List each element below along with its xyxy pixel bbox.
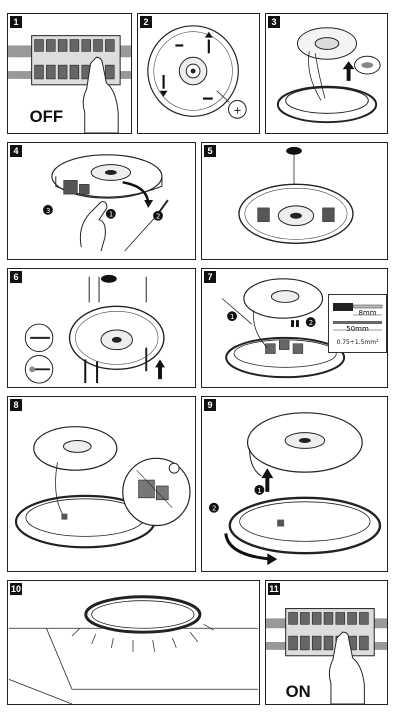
wiring-disconnect-illustration: 1 2 3: [43, 154, 169, 252]
step-9-panel: 9 1 2: [201, 396, 388, 572]
step-5-panel: 5: [201, 142, 388, 260]
step-2-panel: 2 +: [137, 13, 260, 134]
step-number-badge: 9: [204, 399, 216, 411]
step-8-panel: 8: [7, 396, 196, 572]
step-7-panel: 7 1 2 8mm 50mm 0.75÷1.5mm²: [201, 268, 388, 388]
step-number-badge: 2: [140, 16, 152, 28]
step-number-badge: 1: [10, 16, 22, 28]
marker-2: 2: [212, 505, 216, 513]
marker-3: 3: [46, 207, 50, 215]
marker-2: 2: [309, 319, 313, 327]
step-11-panel: 11 ON: [265, 580, 388, 705]
step-number-badge: 10: [10, 583, 22, 595]
marker-2: 2: [156, 213, 160, 221]
installed-lamp-illustration: [8, 595, 258, 704]
on-label: ON: [286, 682, 311, 701]
strip-length-label: 8mm: [358, 309, 377, 317]
cover-attach-illustration: 1 2: [208, 412, 382, 566]
step-number-badge: 6: [10, 271, 22, 283]
svg-text:+: +: [233, 105, 241, 116]
sheath-length-label: 50mm: [346, 325, 369, 333]
step-number-badge: 3: [268, 16, 280, 28]
step-1-panel: 1 OFF: [7, 13, 132, 134]
screw-fixing-illustration: [24, 274, 165, 384]
step-6-panel: 6: [7, 268, 196, 388]
wire-spec-box: 8mm 50mm 0.75÷1.5mm²: [328, 294, 387, 353]
step-number-badge: 4: [10, 145, 22, 157]
wire-connection-illustration: 1 2: [221, 278, 346, 379]
off-label: OFF: [30, 107, 63, 126]
cross-section-label: 0.75÷1.5mm²: [336, 339, 379, 346]
base-mounting-illustration: [238, 146, 354, 244]
step-number-badge: 5: [204, 145, 216, 157]
mounting-plate-illustration: +: [147, 25, 247, 119]
marker-1: 1: [109, 211, 113, 219]
step-3-panel: 3: [265, 13, 388, 134]
breaker-on-illustration: ON: [266, 608, 387, 704]
step-number-badge: 7: [204, 271, 216, 283]
cable-routing-illustration: [14, 426, 191, 549]
step-4-panel: 4 1 2 3: [7, 142, 196, 260]
step-10-panel: 10: [7, 580, 260, 705]
step-number-badge: 8: [10, 399, 22, 411]
marker-1: 1: [257, 487, 261, 495]
cover-removal-illustration: [276, 27, 381, 124]
marker-1: 1: [230, 313, 234, 321]
breaker-off-illustration: OFF: [8, 35, 131, 133]
step-number-badge: 11: [268, 583, 280, 595]
